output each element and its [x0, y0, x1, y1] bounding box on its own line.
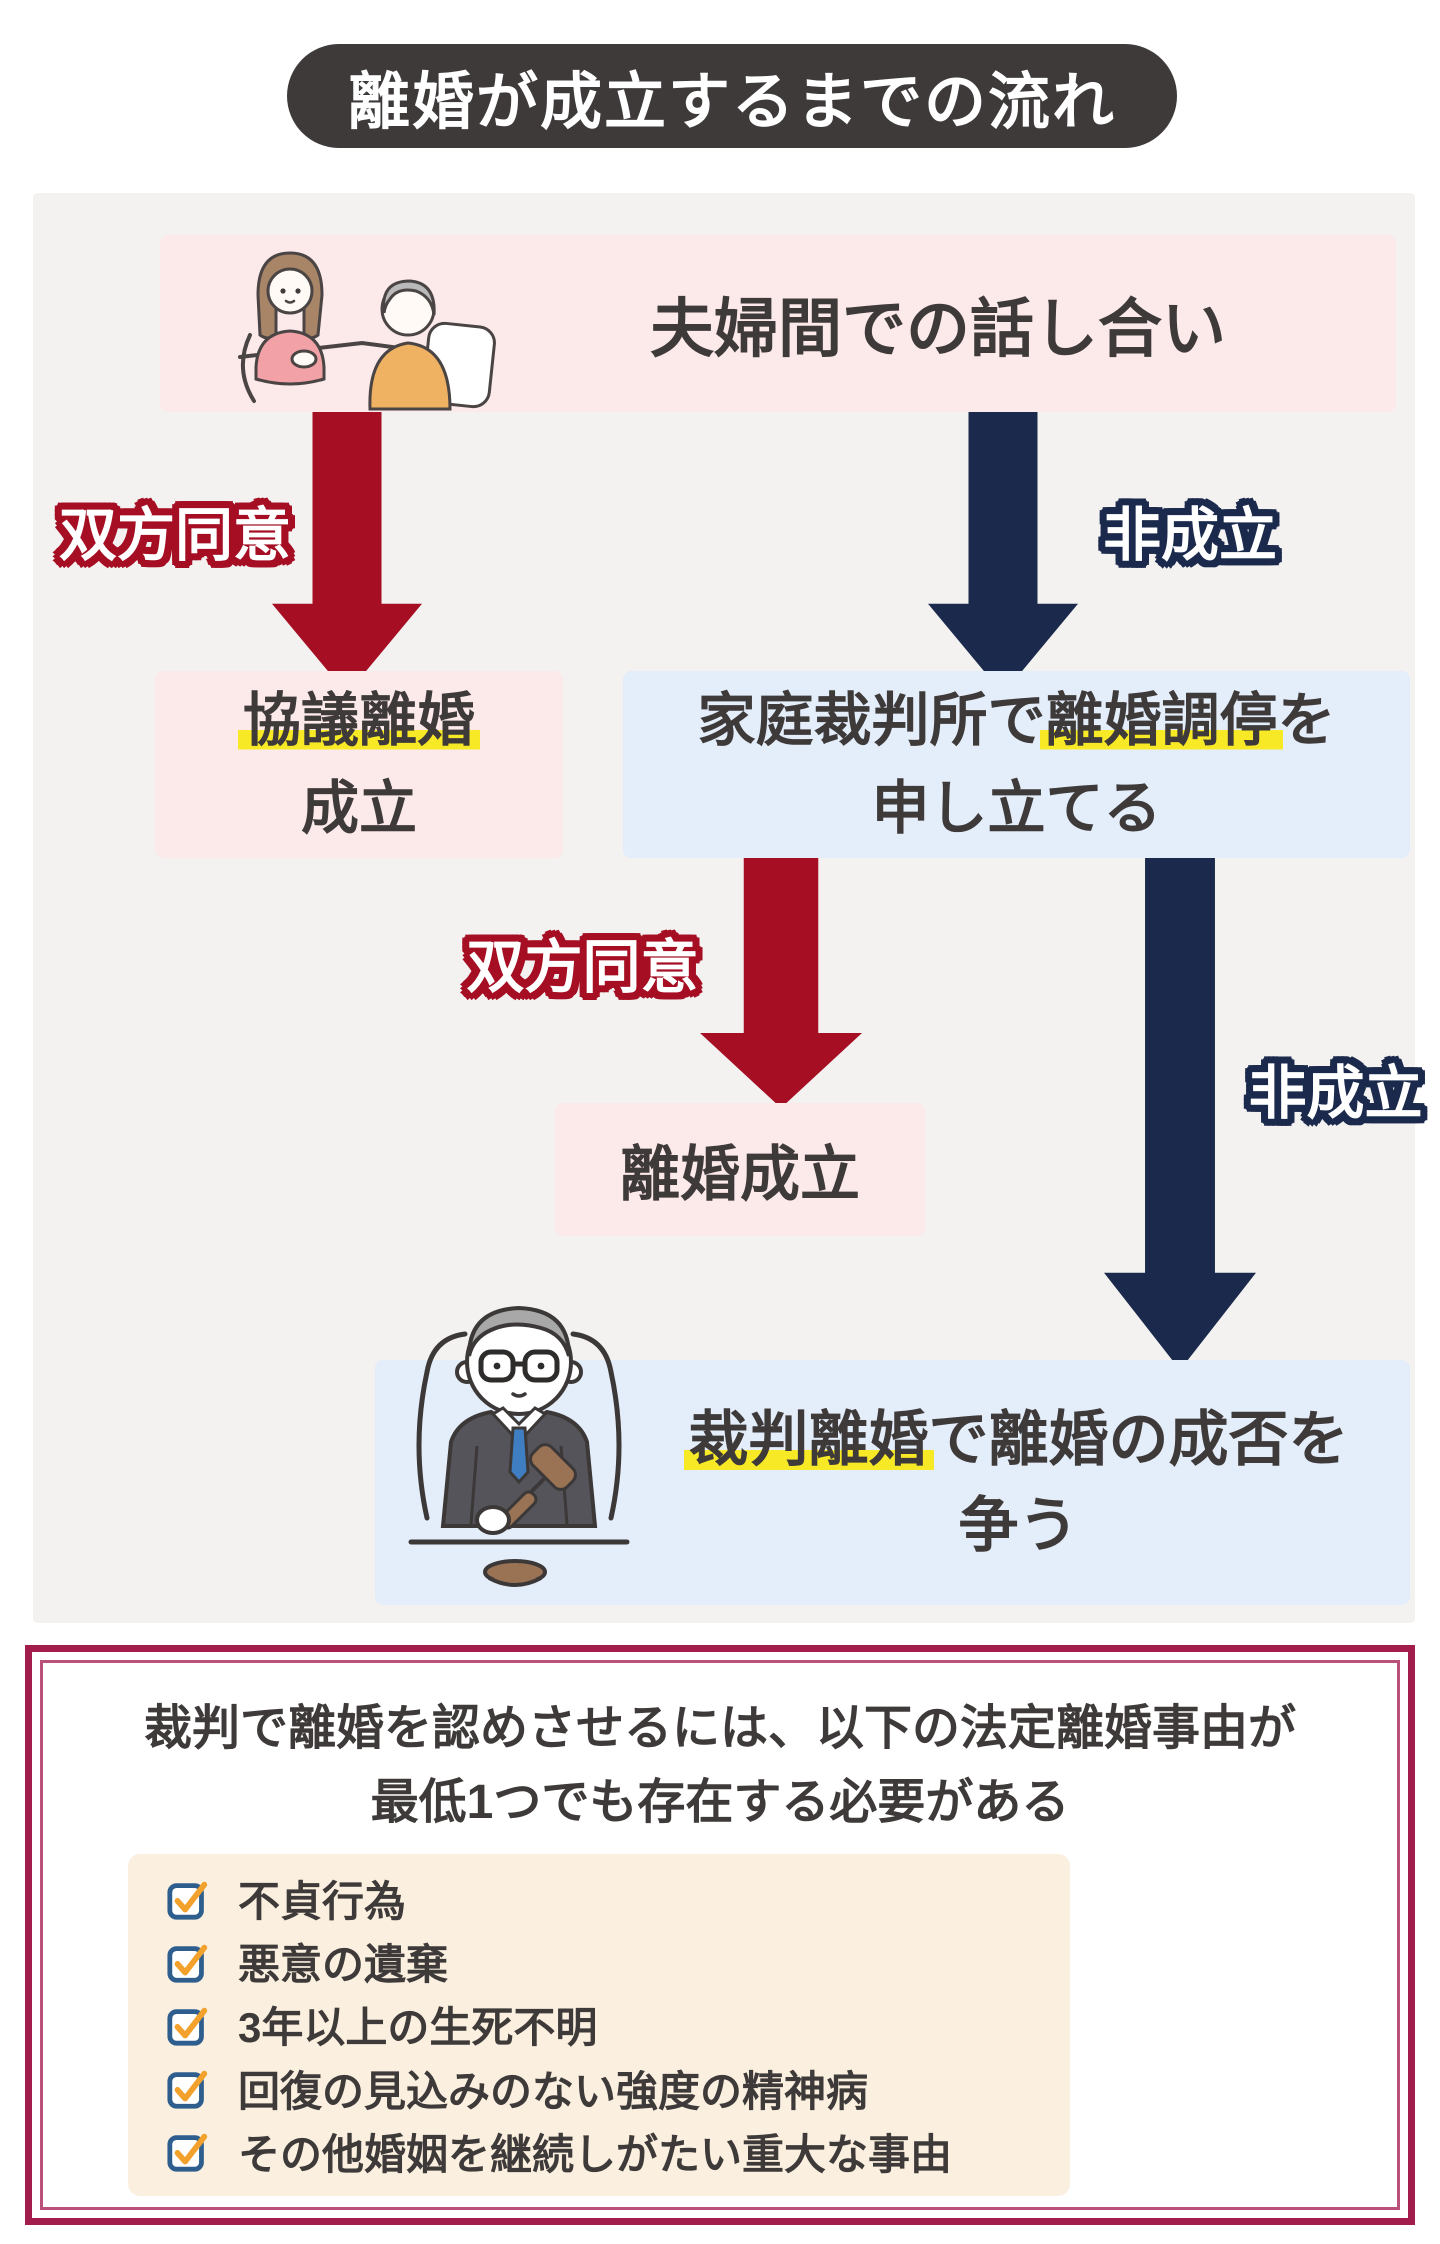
judge-gavel-illustration: [393, 1276, 645, 1608]
checklist-item: 不貞行為: [166, 1868, 1070, 1929]
node-couple-discussion: 夫婦間での話し合い: [160, 235, 1396, 412]
checked-checkbox-icon: [167, 2007, 208, 2046]
legal-grounds-inner-border: [40, 1660, 1400, 2210]
node-family-court-mediation: 家庭裁判所で離婚調停を 申し立てる: [623, 671, 1410, 858]
legal-grounds-checklist: 不貞行為 悪意の遺棄 3年以上の生死不明 回復の見込みのない強度の精神病 その他…: [128, 1854, 1070, 2196]
label-mutual-agreement-1: 双方同意: [58, 503, 291, 568]
checklist-item-label: 悪意の遺棄: [238, 1941, 449, 1989]
checklist-item-label: その他婚姻を継続しがたい重大な事由: [238, 2130, 953, 2178]
checklist-item-label: 3年以上の生死不明: [238, 2004, 598, 2052]
checked-checkbox-icon: [167, 1881, 208, 1920]
node-court-divorce-label: 裁判離婚で離婚の成否を 争う: [637, 1360, 1400, 1605]
page-title: 離婚が成立するまでの流れ: [287, 44, 1177, 148]
legal-grounds-section: 裁判で離婚を認めさせるには、以下の法定離婚事由が 最低1つでも存在する必要がある…: [25, 1645, 1415, 2225]
node-divorce-established-label: 離婚成立: [620, 1141, 860, 1208]
checklist-item: その他婚姻を継続しがたい重大な事由: [166, 2121, 1070, 2182]
checklist-item-label: 不貞行為: [238, 1878, 407, 1926]
node-kyougi-rikon: 協議離婚 成立: [155, 671, 563, 858]
highlighted-text: 協議離婚: [237, 687, 480, 753]
checked-checkbox-icon: [167, 2134, 208, 2172]
highlighted-text: 離婚調停: [1040, 687, 1283, 753]
page-title-text: 離婚が成立するまでの流れ: [347, 68, 1116, 137]
couple-discussion-illustration: [212, 239, 542, 411]
checklist-item: 回復の見込みのない強度の精神病: [166, 2058, 1070, 2119]
node-divorce-established: 離婚成立: [555, 1103, 925, 1236]
label-not-settled-1: 非成立: [1102, 503, 1277, 568]
label-mutual-agreement-2: 双方同意: [466, 935, 699, 1000]
label-not-settled-2: 非成立: [1248, 1061, 1423, 1126]
highlighted-text: 裁判離婚: [683, 1405, 934, 1473]
node-court-divorce: 裁判離婚で離婚の成否を 争う: [375, 1305, 1410, 1605]
node-kyougi-rikon-label: 協議離婚 成立: [155, 671, 563, 858]
checked-checkbox-icon: [167, 2070, 208, 2109]
node-couple-discussion-label: 夫婦間での話し合い: [650, 292, 1226, 365]
checklist-item-label: 回復の見込みのない強度の精神病: [238, 2067, 869, 2115]
checked-checkbox-icon: [167, 1944, 208, 1983]
checklist-item: 悪意の遺棄: [166, 1931, 1070, 1992]
node-family-court-label: 家庭裁判所で離婚調停を 申し立てる: [697, 687, 1336, 841]
legal-grounds-heading: 裁判で離婚を認めさせるには、以下の法定離婚事由が 最低1つでも存在する必要がある: [143, 1702, 1296, 1829]
checklist-item: 3年以上の生死不明: [166, 1994, 1070, 2055]
